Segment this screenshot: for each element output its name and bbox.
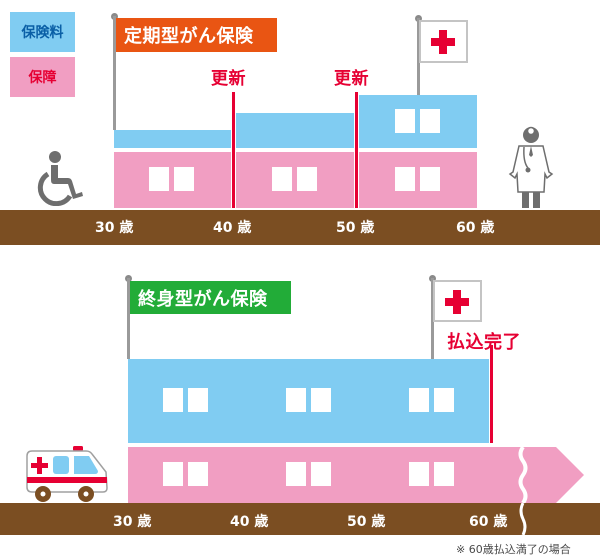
flag-pole xyxy=(417,18,420,95)
window xyxy=(420,109,440,133)
timeline-break-mark xyxy=(519,503,527,535)
wheelchair-icon xyxy=(37,151,83,206)
flag-pole xyxy=(127,278,130,359)
age-label-60: 60 歳 xyxy=(456,220,495,236)
window xyxy=(286,388,306,412)
window xyxy=(409,388,429,412)
term-insurance-title-text: 定期型がん保険 xyxy=(124,26,254,47)
premium-bar-segment-3 xyxy=(359,95,477,148)
premium-bar-segment-1 xyxy=(114,130,231,148)
window xyxy=(188,462,208,486)
premium-bar xyxy=(128,359,489,443)
payment-complete-line xyxy=(490,345,493,443)
window xyxy=(434,462,454,486)
whole-life-insurance-title: 終身型がん保険 xyxy=(130,281,291,314)
whole-life-insurance-title-text: 終身型がん保険 xyxy=(138,288,268,310)
coverage-bar-segment-2 xyxy=(236,152,354,208)
age-label-40: 40 歳 xyxy=(230,514,269,530)
window xyxy=(311,462,331,486)
premium-bar-segment-2 xyxy=(236,113,354,148)
age-label-50: 50 歳 xyxy=(336,220,375,236)
legend-coverage-label: 保障 xyxy=(28,70,57,86)
age-timeline-ground: 30 歳 40 歳 50 歳 60 歳 xyxy=(0,503,600,535)
payment-complete-label: 払込完了 xyxy=(447,332,521,353)
age-timeline-ground: 30 歳 40 歳 50 歳 60 歳 xyxy=(0,210,600,245)
window xyxy=(311,388,331,412)
term-insurance-title: 定期型がん保険 xyxy=(116,18,277,52)
window xyxy=(434,388,454,412)
renewal-label-1: 更新 xyxy=(211,69,246,89)
age-label-40: 40 歳 xyxy=(213,220,252,236)
flag-pole xyxy=(113,16,116,130)
age-label-50: 50 歳 xyxy=(347,514,386,530)
legend-premium-label: 保険料 xyxy=(21,25,64,41)
window xyxy=(420,167,440,191)
legend-coverage: 保障 xyxy=(10,57,75,97)
window xyxy=(297,167,317,191)
window xyxy=(409,462,429,486)
flag-pole xyxy=(431,278,434,359)
legend-premium: 保険料 xyxy=(10,12,75,52)
window xyxy=(395,167,415,191)
footnote: ※ 60歳払込満了の場合 xyxy=(456,543,571,556)
age-label-30: 30 歳 xyxy=(95,220,134,236)
doctor-icon xyxy=(508,126,554,208)
window xyxy=(272,167,292,191)
window xyxy=(286,462,306,486)
ambulance-icon xyxy=(26,446,108,502)
coverage-bar-segment-3 xyxy=(359,152,477,208)
window xyxy=(188,388,208,412)
window xyxy=(149,167,169,191)
coverage-bar-segment-1 xyxy=(114,152,231,208)
coverage-bar-arrow xyxy=(128,447,584,503)
red-cross-flag-icon xyxy=(419,20,468,63)
age-label-60: 60 歳 xyxy=(469,514,508,530)
window xyxy=(163,462,183,486)
renewal-line-1 xyxy=(232,92,235,208)
coverage-bar xyxy=(128,447,528,503)
renewal-line-2 xyxy=(355,92,358,208)
window xyxy=(395,109,415,133)
window xyxy=(174,167,194,191)
age-label-30: 30 歳 xyxy=(113,514,152,530)
renewal-label-2: 更新 xyxy=(334,69,369,89)
window xyxy=(163,388,183,412)
red-cross-flag-icon xyxy=(433,280,482,322)
